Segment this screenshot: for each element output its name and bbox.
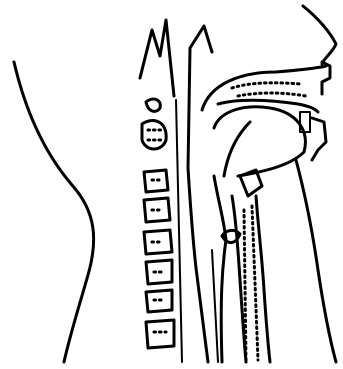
tracheal-rings bbox=[244, 206, 258, 360]
cervical-vertebrae bbox=[142, 99, 182, 362]
vertebra-c2 bbox=[142, 121, 166, 149]
posterior-neck-outline bbox=[14, 62, 94, 362]
vertebra-c1 bbox=[146, 99, 160, 111]
anterior-neck-outline bbox=[296, 160, 336, 362]
vertebra-c3 bbox=[144, 170, 168, 192]
oral-cavity-floor bbox=[224, 122, 250, 176]
vertebra-c2-texture bbox=[148, 130, 162, 140]
lower-lip bbox=[312, 118, 326, 160]
posterior-pharyngeal-wall bbox=[188, 168, 208, 362]
face-profile-outline bbox=[303, 6, 336, 64]
esophagus-line bbox=[212, 250, 218, 362]
skull-base-left bbox=[140, 20, 174, 96]
vertebra-t1 bbox=[146, 320, 174, 348]
spinal-canal-line bbox=[176, 100, 182, 362]
palate-bone-texture bbox=[232, 83, 306, 96]
